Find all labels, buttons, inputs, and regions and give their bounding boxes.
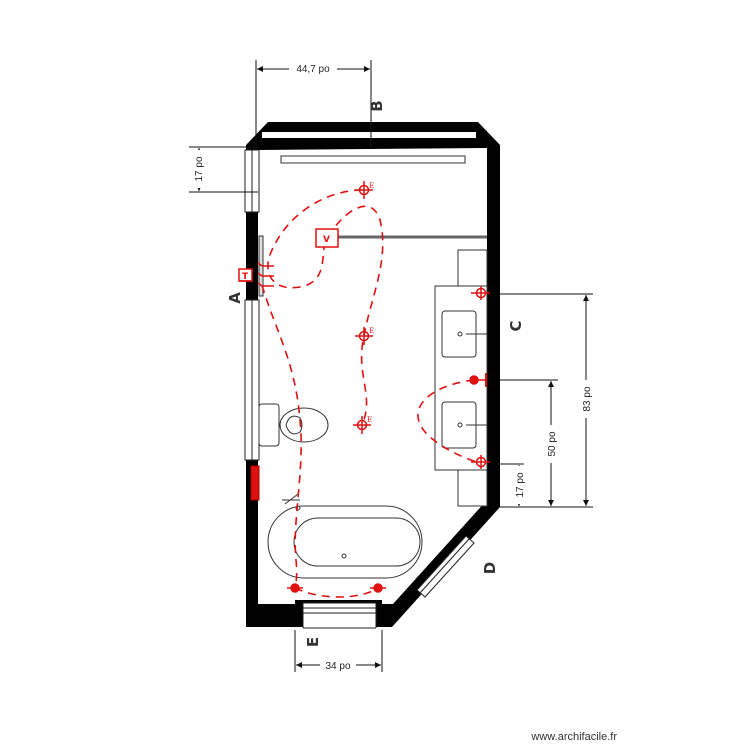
top-window-strip [262,132,476,138]
outlet-3-label: E [367,416,372,424]
toilet-seat [285,415,303,435]
outlet-2 [355,327,373,345]
light-bar [280,155,466,164]
wall-label-d: D [481,562,499,574]
outlet-1 [355,181,373,199]
fan-box [315,228,339,248]
outlet-1-label: E [369,182,374,190]
walls [244,122,500,629]
dim-bottom: 34 po [325,661,350,672]
door-e-gap [303,603,376,629]
circuit-left-run [261,284,302,589]
wall-labels: A B C D E [226,100,525,647]
bathtub-inner [293,517,421,567]
dim-right-total: 83 po [582,386,593,411]
bathtub-drain [341,553,347,559]
circuit-main [267,189,384,426]
dim-left: 17 po [194,156,205,181]
fan-label: V [323,235,330,245]
dim-right-low: 17 po [515,472,526,497]
window-d-line [419,538,470,594]
panel-label: T [242,272,249,282]
dimension-labels: 44,7 po 17 po 83 po 50 po 17 po 34 po [192,62,593,672]
switch-cluster [257,262,274,287]
cabinet-bottom [457,469,488,507]
outlet-3 [353,416,371,434]
circuit-vanity [417,379,479,463]
heater [250,465,260,501]
dim-top: 44,7 po [296,64,330,75]
toilet-tank [258,403,280,447]
wall-label-c: C [507,320,525,331]
circuit-bottom [294,587,379,598]
outlet-2-label: E [369,327,374,335]
vanity-light [469,373,487,387]
cabinet-top [457,249,488,287]
sink-upper-drain [457,331,463,337]
electrical-letters: E E E T V [242,182,374,424]
wall-label-a: A [226,292,244,304]
vanity-outlet-bottom [471,455,490,469]
dim-right-mid: 50 po [547,431,558,456]
vanity-outlet-top [471,286,490,300]
window-d [416,535,475,598]
wall-label-e: E [304,637,322,647]
door-e-lines [302,602,377,629]
credit-text: www.archifacile.fr [530,731,617,743]
fixtures [250,155,488,579]
electrical-symbols [238,181,490,593]
sink-lower-drain [457,422,463,428]
wall-label-b: B [368,100,386,111]
